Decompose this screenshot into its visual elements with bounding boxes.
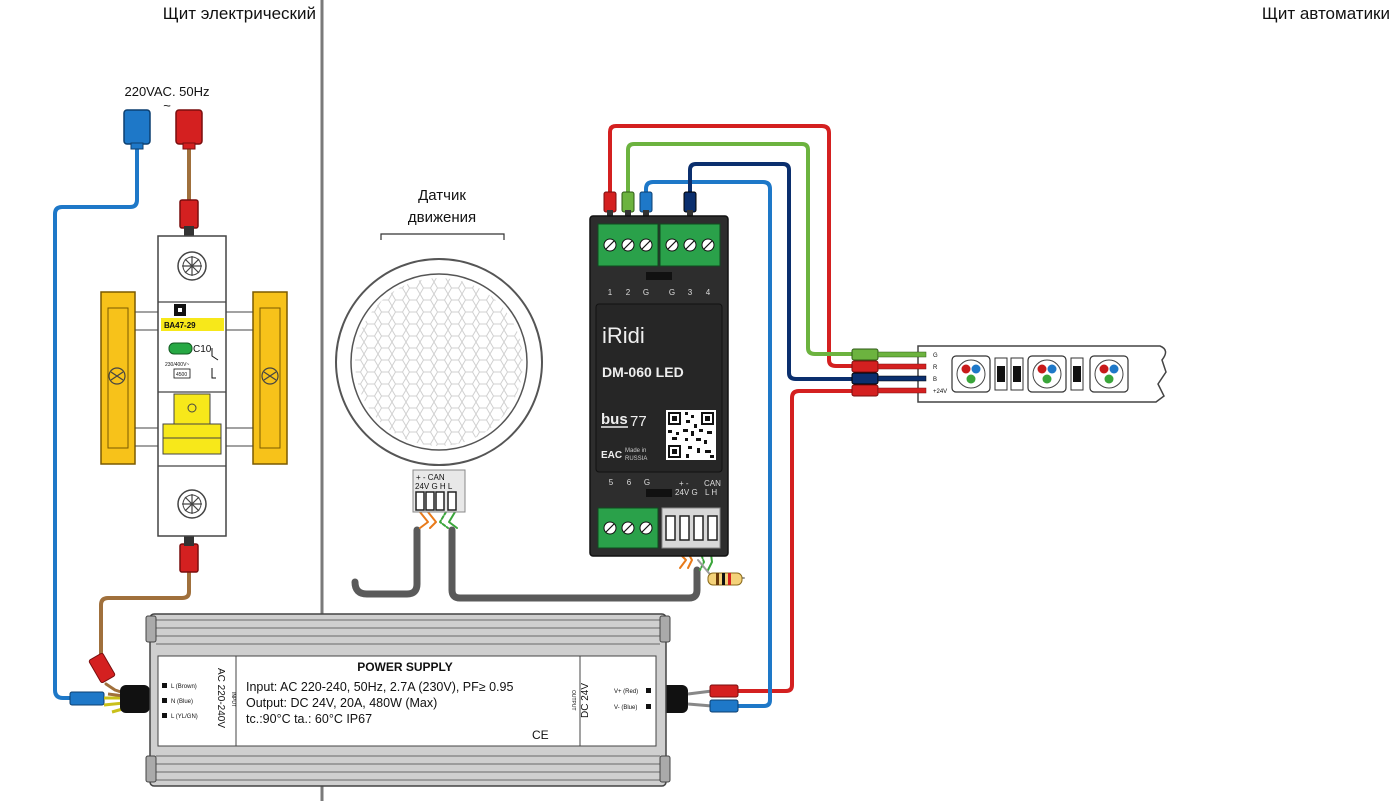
psu-line-3: tc.:90°C ta.: 60°C IP67 xyxy=(246,712,372,726)
psu-input-small: INPUT xyxy=(230,692,236,707)
channel-g-wire xyxy=(626,142,854,356)
psu-in-n: N (Blue) xyxy=(171,699,193,705)
psu-in-l: L (Brown) xyxy=(171,684,197,690)
term-g3: G xyxy=(644,478,650,487)
mains-label: 220VAC. 50Hz xyxy=(124,84,209,99)
mains-neutral-plug xyxy=(123,109,151,150)
can-cable-2 xyxy=(448,526,701,602)
wires xyxy=(53,124,854,708)
psu-output-small: OUTPUT xyxy=(570,690,576,711)
term-3: 3 xyxy=(688,288,693,297)
sensor-title-1: Датчик xyxy=(418,187,466,204)
channel-b-wire xyxy=(688,162,854,381)
psu-in-pe: L (YL/GN) xyxy=(171,714,198,720)
dimmer-controller: 1 2 G G 3 4 iRidi DM-060 LED bus 77 EAC … xyxy=(589,191,729,557)
mains-symbol: ~ xyxy=(163,98,171,113)
controller-brand: iRidi xyxy=(602,323,645,348)
breaker-spec-2: 4500 xyxy=(176,372,187,378)
mains-phase-plug xyxy=(175,109,203,150)
channel-r-wire xyxy=(608,124,854,368)
sensor-terminal-bottom: 24V G H L xyxy=(415,482,453,491)
rgb-led-1 xyxy=(951,355,991,393)
made-in-2: RUSSIA xyxy=(625,456,647,462)
motion-sensor: Датчик движения + - CAN 24V G H L xyxy=(335,187,543,513)
breaker-rating: C10 xyxy=(193,344,212,355)
psu-input-vertical: AC 220-240V xyxy=(215,668,226,728)
power-term-top: + - xyxy=(679,479,689,488)
eac-mark: EAC xyxy=(601,450,622,461)
made-in-1: Made in xyxy=(625,448,646,454)
psu-out-minus: V- (Blue) xyxy=(614,705,637,711)
power-term-bottom: 24V G xyxy=(675,488,698,497)
can-cable xyxy=(351,526,421,598)
circuit-breaker: ВА47-29 C10 230/400V~ 4500 xyxy=(100,199,288,573)
sensor-terminal-top: + - CAN xyxy=(416,473,445,482)
breaker-model: ВА47-29 xyxy=(164,321,196,330)
strip-pin-b: B xyxy=(933,377,937,383)
qr-code xyxy=(666,410,716,460)
breaker-spec: 230/400V~ xyxy=(165,362,189,368)
psu-line-1: Input: AC 220-240, 50Hz, 2.7A (230V), PF… xyxy=(246,680,513,694)
sensor-title-2: движения xyxy=(408,209,476,226)
bus-logo: bus xyxy=(601,411,628,428)
term-5: 5 xyxy=(609,478,614,487)
left-panel-title: Щит электрический xyxy=(163,4,316,23)
plus24-wire xyxy=(736,389,854,693)
gnd-wire xyxy=(644,180,772,708)
psu-out-plus: V+ (Red) xyxy=(614,689,638,695)
can-term-top: CAN xyxy=(704,479,721,488)
neutral-wire xyxy=(53,146,139,700)
right-panel-title: Щит автоматики xyxy=(1262,4,1390,23)
term-4: 4 xyxy=(706,288,711,297)
strip-pin-r: R xyxy=(933,365,938,371)
psu-line-2: Output: DC 24V, 20A, 480W (Max) xyxy=(246,696,437,710)
controller-model: DM-060 LED xyxy=(602,364,684,380)
rgb-led-3 xyxy=(1089,355,1129,393)
term-6: 6 xyxy=(627,478,632,487)
term-1: 1 xyxy=(608,288,613,297)
phase-wire-out xyxy=(99,570,191,658)
can-term-bottom: L H xyxy=(705,488,717,497)
psu-title: POWER SUPPLY xyxy=(357,660,453,674)
power-supply: L (Brown) N (Blue) L (YL/GN) AC 220-240V… xyxy=(69,613,739,787)
terminator-resistor xyxy=(707,572,743,586)
psu-ce: CE xyxy=(532,728,549,742)
psu-output-vertical: DC 24V xyxy=(580,683,591,718)
led-strip: G R B +24V xyxy=(851,345,1167,403)
rgb-led-2 xyxy=(1027,355,1067,393)
strip-pin-24v: +24V xyxy=(933,389,947,395)
top-terminal-labels: 1 2 G G 3 4 xyxy=(608,288,711,297)
bus-number: 77 xyxy=(630,413,647,430)
term-2: 2 xyxy=(626,288,631,297)
term-g2: G xyxy=(669,288,675,297)
strip-pin-g: G xyxy=(933,353,938,359)
term-g1: G xyxy=(643,288,649,297)
